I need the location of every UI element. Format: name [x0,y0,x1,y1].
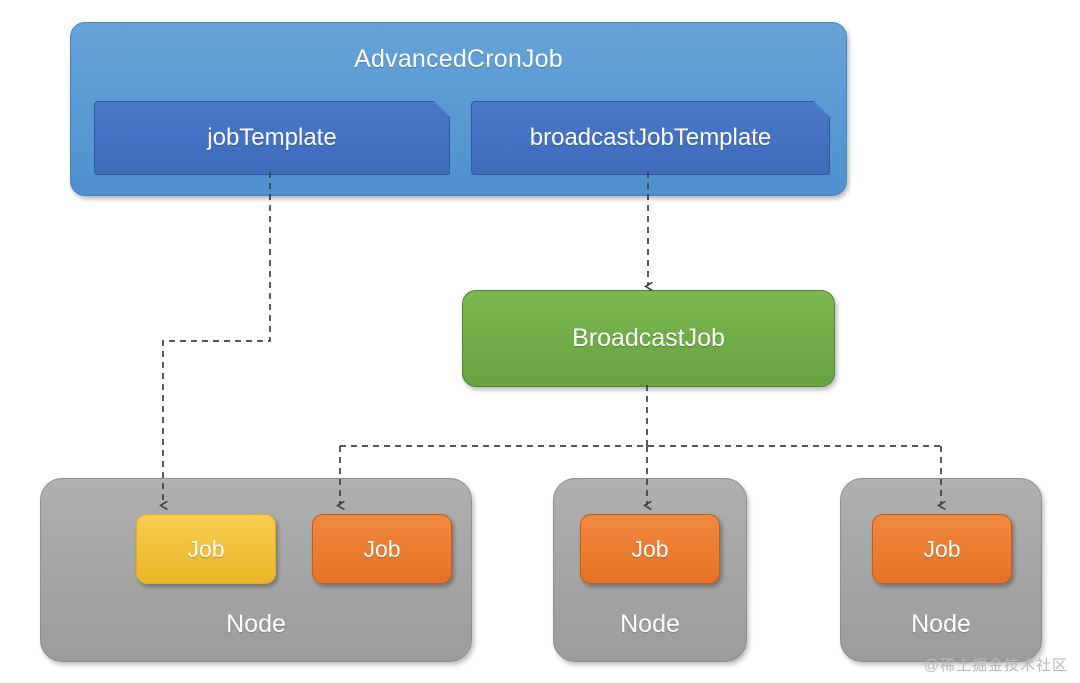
broadcast-job-template-box[interactable]: broadcastJobTemplate [471,101,830,175]
job-label: Job [187,535,225,562]
broadcast-job-box[interactable]: BroadcastJob [462,290,835,387]
node-box-3[interactable]: Job Node [840,478,1042,662]
node-label-2: Node [620,610,680,638]
job-chip-node-1-orange[interactable]: Job [312,514,452,584]
job-label: Job [363,535,401,562]
broadcast-job-label: BroadcastJob [572,324,725,352]
job-chip-node-3-orange[interactable]: Job [872,514,1012,584]
advanced-cron-job-title: AdvancedCronJob [354,45,563,73]
node-label-3: Node [911,610,971,638]
job-label: Job [631,535,669,562]
advanced-cron-job-box[interactable]: AdvancedCronJob jobTemplate broadcastJob… [70,22,847,196]
edge-jobtemplate-to-job [163,172,271,505]
node-label-1: Node [226,610,286,638]
watermark: @稀土掘金技术社区 [923,657,1068,674]
job-template-label: jobTemplate [207,124,337,151]
job-chip-node-1-yellow[interactable]: Job [136,514,276,584]
job-label: Job [923,535,961,562]
broadcast-job-template-label: broadcastJobTemplate [529,124,772,151]
job-chip-node-2-orange[interactable]: Job [580,514,720,584]
node-box-1[interactable]: Job Job Node [40,478,472,662]
node-box-2[interactable]: Job Node [553,478,747,662]
job-template-box[interactable]: jobTemplate [94,101,450,175]
